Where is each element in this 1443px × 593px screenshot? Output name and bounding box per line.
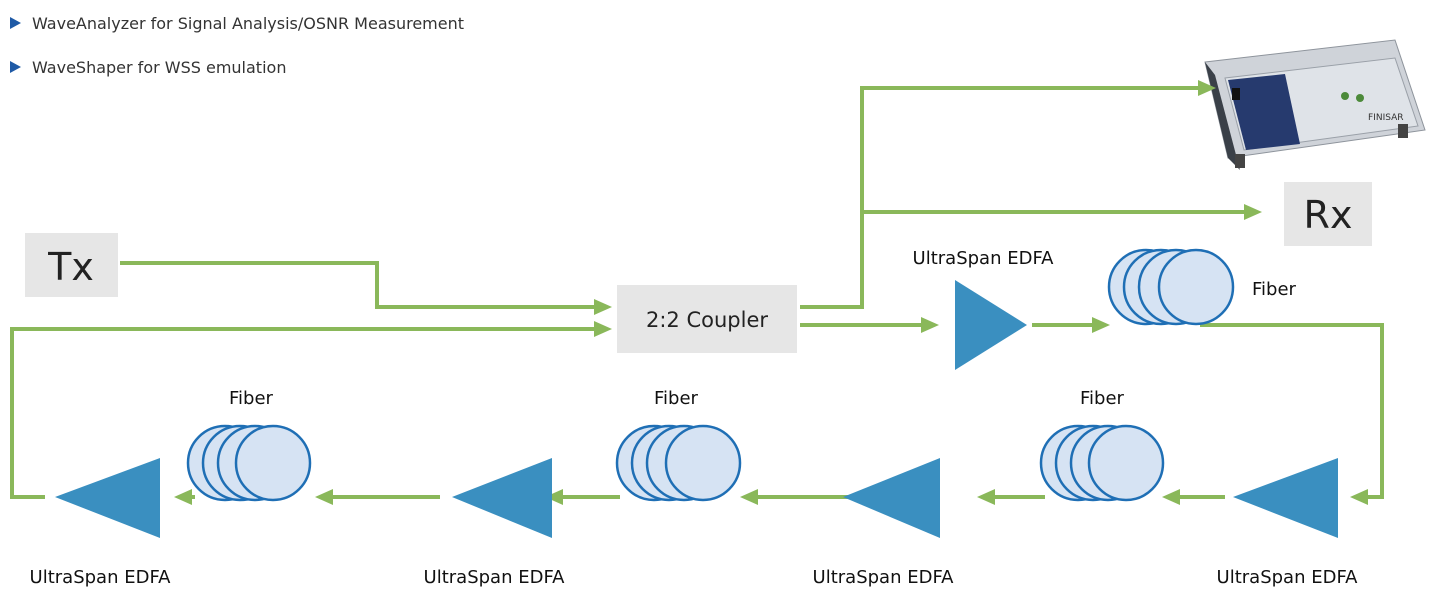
bullet-list: WaveAnalyzer for Signal Analysis/OSNR Me… bbox=[10, 14, 464, 77]
edfa-amplifier-top: UltraSpan EDFA bbox=[913, 248, 1055, 370]
bullet-item: WaveAnalyzer for Signal Analysis/OSNR Me… bbox=[32, 14, 464, 33]
edfa-label: UltraSpan EDFA bbox=[1217, 567, 1359, 588]
coupler-box: 2:2 Coupler bbox=[617, 285, 797, 353]
coupler-label: 2:2 Coupler bbox=[646, 308, 768, 332]
amplifier-triangle-icon bbox=[843, 458, 940, 538]
edfa-amplifier-bottom-3: UltraSpan EDFA bbox=[424, 458, 566, 588]
bullet-item: WaveShaper for WSS emulation bbox=[32, 58, 286, 77]
fiber-spool-bottom-2: Fiber bbox=[615, 388, 742, 502]
arrow-head bbox=[594, 299, 612, 315]
fiber-label: Fiber bbox=[1080, 388, 1125, 409]
rx-box: Rx bbox=[1284, 182, 1372, 246]
tx-to-coupler-line bbox=[120, 261, 594, 309]
waveanalyzer-device-image: FINISAR bbox=[1204, 39, 1426, 170]
tx-label: Tx bbox=[47, 245, 94, 289]
arrow-head bbox=[174, 489, 192, 505]
amplifier-triangle-icon bbox=[1233, 458, 1338, 538]
coupler-upper-output-line bbox=[800, 86, 1198, 309]
arrow-head bbox=[1198, 80, 1216, 96]
fiber-spool-bottom-3: Fiber bbox=[186, 388, 312, 502]
connectors bbox=[10, 80, 1384, 505]
edfa-amplifier-bottom-4: UltraSpan EDFA bbox=[30, 458, 172, 588]
edfa-amplifier-bottom-1: UltraSpan EDFA bbox=[1217, 458, 1359, 588]
arrow-head bbox=[977, 489, 995, 505]
arrow-head bbox=[594, 321, 612, 337]
edfa-label: UltraSpan EDFA bbox=[813, 567, 955, 588]
arrow-head bbox=[315, 489, 333, 505]
device-brand-label: FINISAR bbox=[1368, 113, 1404, 123]
fiber-spool-top: Fiber bbox=[1107, 248, 1297, 326]
tx-box: Tx bbox=[25, 233, 118, 297]
bullet-marker-icon bbox=[10, 17, 21, 29]
rx-label: Rx bbox=[1304, 193, 1353, 237]
bullet-marker-icon bbox=[10, 61, 21, 73]
fiber-spool-bottom-1: Fiber bbox=[1039, 388, 1165, 502]
edfa-label: UltraSpan EDFA bbox=[30, 567, 172, 588]
arrow-head bbox=[921, 317, 939, 333]
amplifier-triangle-icon bbox=[955, 280, 1027, 370]
arrow-head bbox=[740, 489, 758, 505]
loop-return-line bbox=[10, 327, 594, 499]
edfa-label: UltraSpan EDFA bbox=[913, 248, 1055, 269]
arrow-head bbox=[545, 489, 563, 505]
edfa-amplifier-bottom-2: UltraSpan EDFA bbox=[813, 458, 955, 588]
arrow-head bbox=[1244, 204, 1262, 220]
arrow-head bbox=[1350, 489, 1368, 505]
arrow-head bbox=[1092, 317, 1110, 333]
arrow-head bbox=[1162, 489, 1180, 505]
fiber-label: Fiber bbox=[654, 388, 699, 409]
fiber-to-right-loop-line bbox=[1200, 323, 1384, 499]
fiber-label: Fiber bbox=[229, 388, 274, 409]
fiber-label: Fiber bbox=[1252, 279, 1297, 300]
edfa-label: UltraSpan EDFA bbox=[424, 567, 566, 588]
amplifier-triangle-icon bbox=[452, 458, 552, 538]
amplifier-triangle-icon bbox=[55, 458, 160, 538]
